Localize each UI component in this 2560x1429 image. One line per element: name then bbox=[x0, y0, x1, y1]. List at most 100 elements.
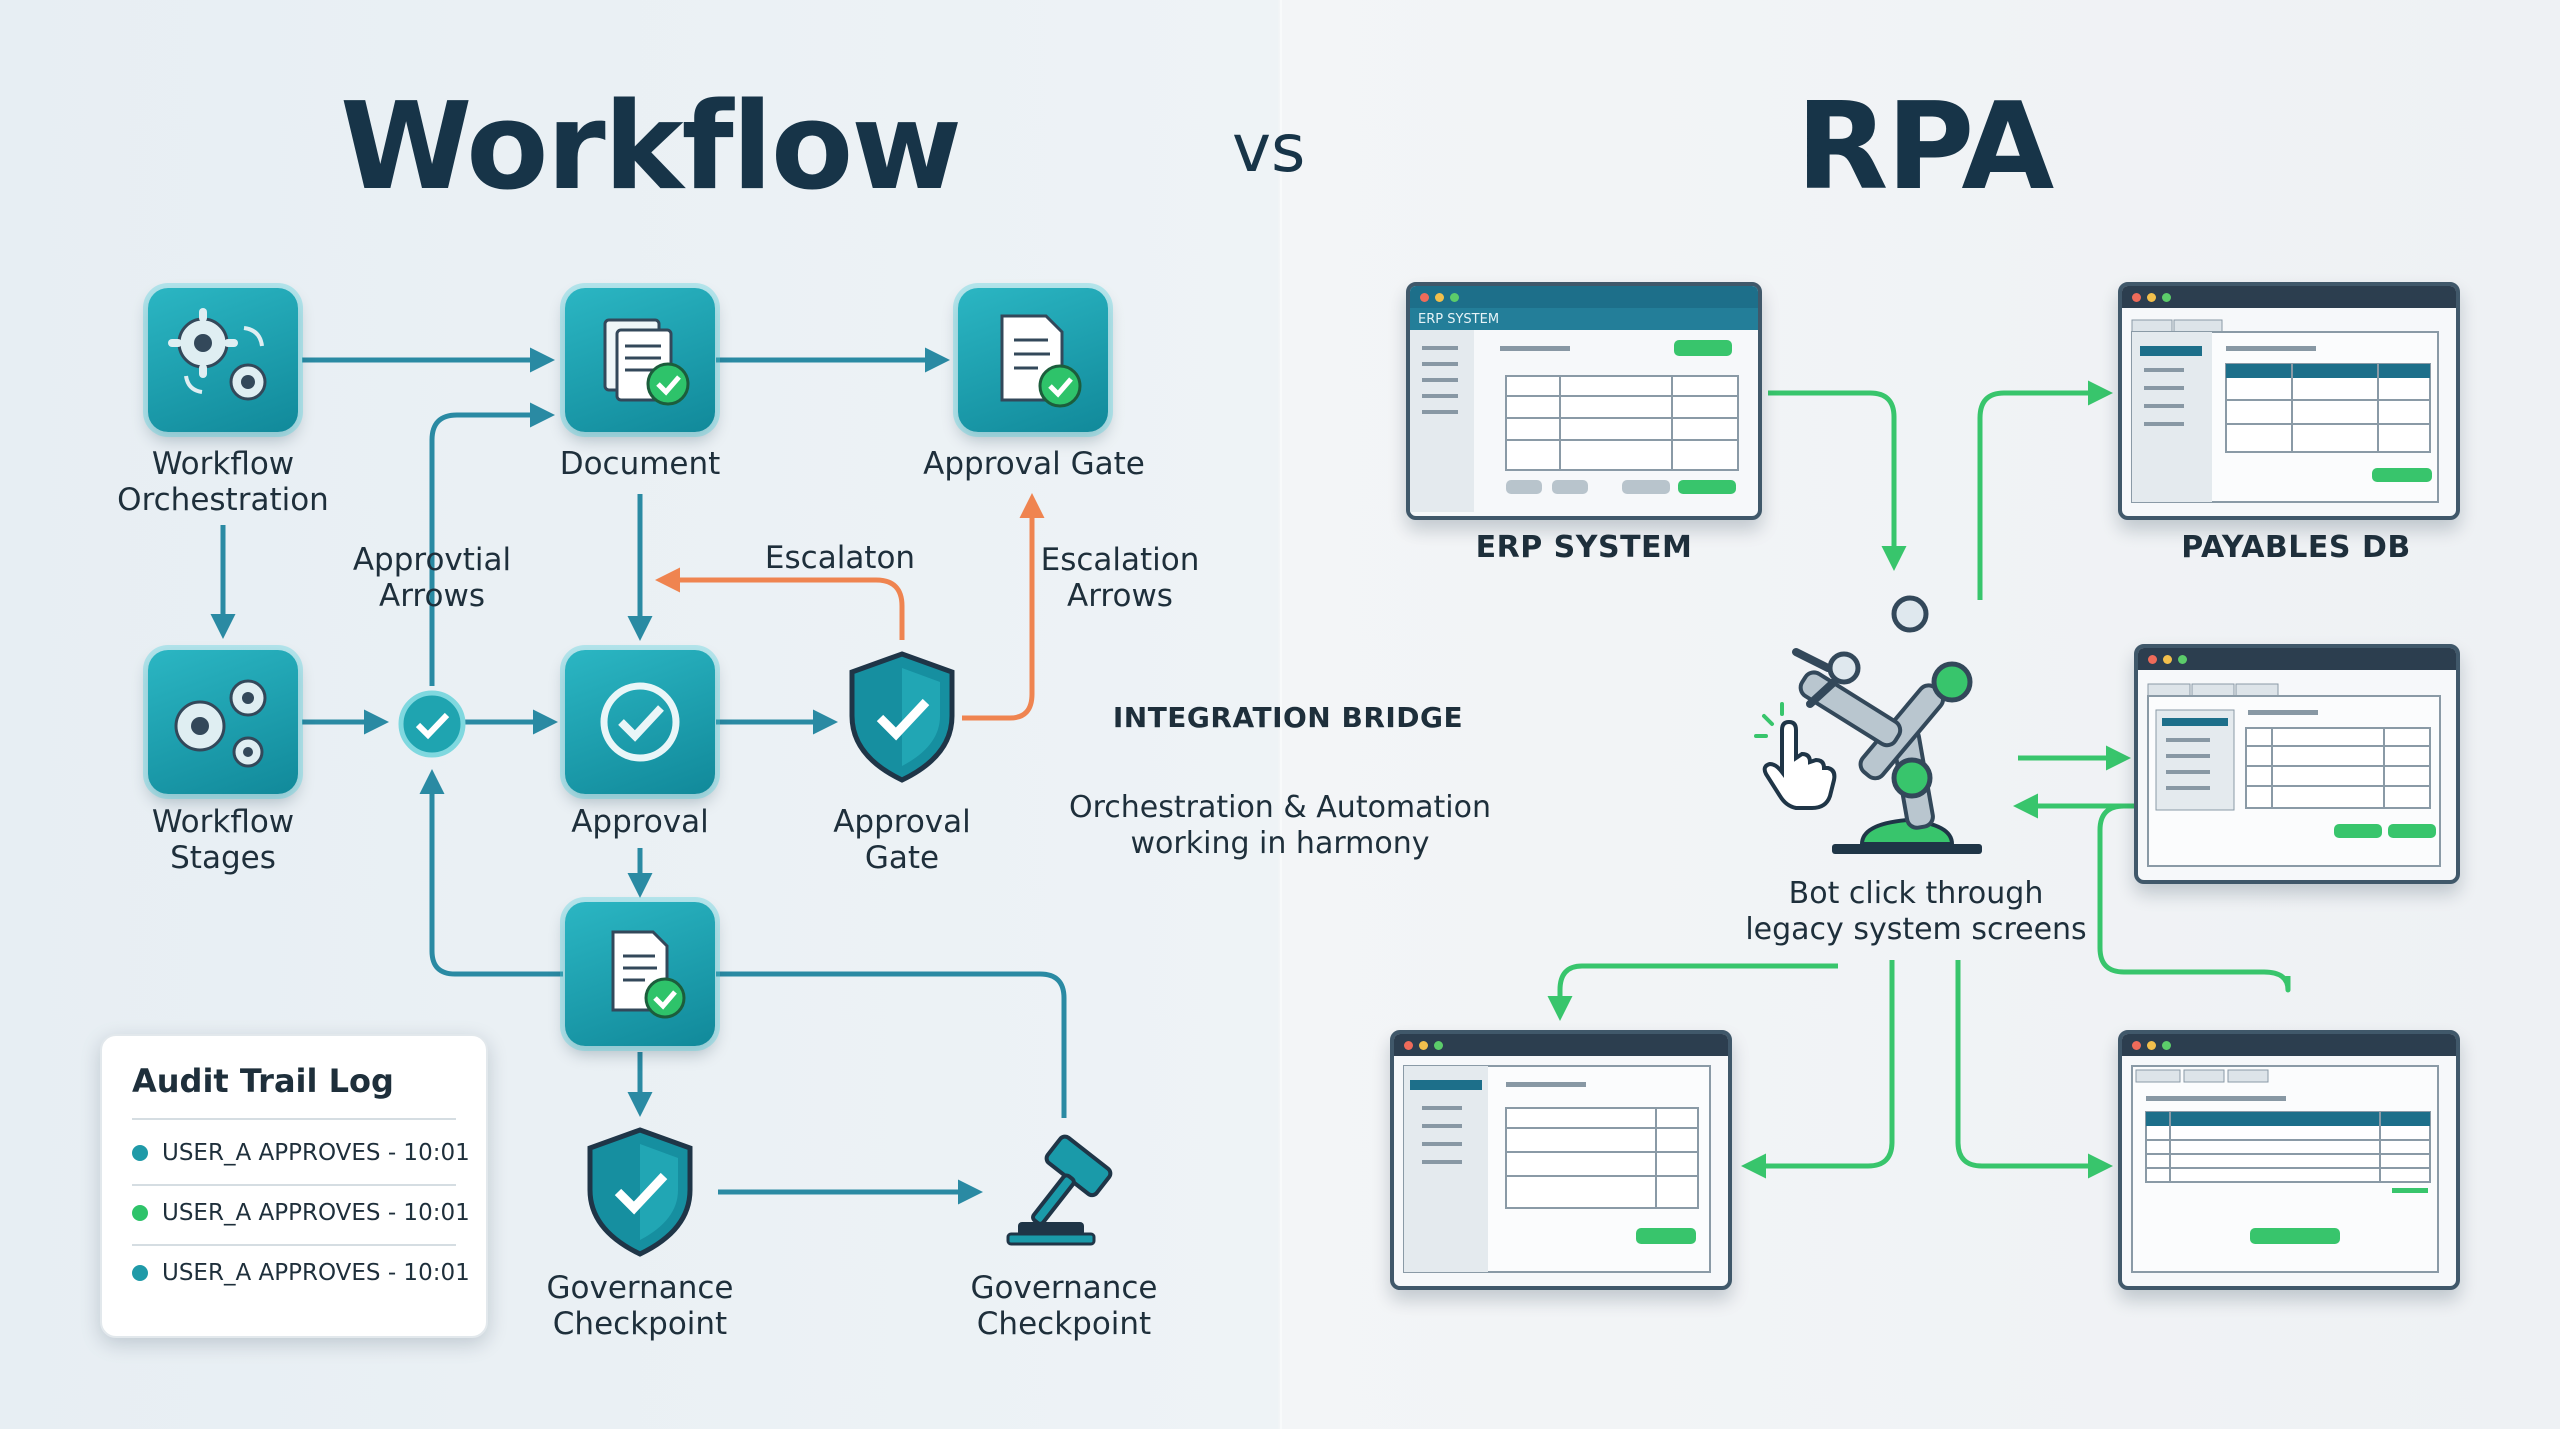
document-check-icon bbox=[603, 318, 690, 406]
approval-gate-top-label: Approval Gate bbox=[923, 446, 1145, 482]
rpa-arrow-screen5-bot bbox=[2018, 806, 2291, 993]
approval-tile[interactable] bbox=[565, 650, 715, 794]
audit-entry: USER_A APPROVES - 10:01 bbox=[132, 1260, 470, 1286]
pointer-hand-icon bbox=[1752, 700, 1842, 810]
document-label: Document bbox=[559, 446, 721, 482]
legacy-screen-content bbox=[2147, 683, 2441, 867]
rpa-arrow-bot-screen5 bbox=[1955, 960, 2113, 1179]
checkpoint-node[interactable] bbox=[396, 688, 468, 760]
integration-bridge-title: INTEGRATION BRIDGE bbox=[1112, 701, 1464, 734]
maximize-dot-icon bbox=[1434, 1040, 1443, 1050]
governance-shield[interactable] bbox=[580, 1124, 700, 1260]
legacy-table-content bbox=[2131, 1065, 2439, 1273]
maximize-dot-icon bbox=[2162, 1040, 2171, 1050]
rpa-robot-arm[interactable] bbox=[1752, 578, 2052, 866]
minimize-dot-icon bbox=[2147, 292, 2156, 302]
document-check-icon bbox=[611, 930, 686, 1019]
approval-gate-shield[interactable] bbox=[842, 648, 962, 786]
minimize-dot-icon bbox=[2163, 654, 2172, 664]
legacy-list-titlebar bbox=[1394, 1034, 1728, 1056]
check-badge-icon bbox=[600, 682, 680, 762]
erp-system-label: ERP SYSTEM bbox=[1475, 530, 1693, 565]
audit-entry-text: USER_A APPROVES - 10:01 bbox=[162, 1200, 470, 1226]
erp-window-title: ERP SYSTEM bbox=[1418, 312, 1500, 327]
split-divider bbox=[1280, 0, 1282, 1429]
audit-separator bbox=[132, 1118, 456, 1120]
erp-system-window[interactable]: ERP SYSTEM bbox=[1406, 282, 1762, 520]
minimize-dot-icon bbox=[2147, 1040, 2156, 1050]
maximize-dot-icon bbox=[1450, 292, 1459, 302]
close-dot-icon bbox=[1404, 1040, 1413, 1050]
legacy-list-window[interactable] bbox=[1390, 1030, 1732, 1290]
escalation-arrow-left bbox=[655, 567, 905, 640]
audit-trail-panel: Audit Trail Log USER_A APPROVES - 10:01 … bbox=[100, 1034, 488, 1338]
legacy-table-titlebar bbox=[2122, 1034, 2456, 1056]
document-review-tile[interactable] bbox=[565, 902, 715, 1046]
escalaton-label: Escalaton bbox=[764, 540, 916, 576]
audit-entry: USER_A APPROVES - 10:01 bbox=[132, 1200, 470, 1226]
gears-icon bbox=[174, 679, 267, 768]
rpa-arrow-bot-screen4-side bbox=[1741, 960, 1895, 1179]
vs-label: vs bbox=[1232, 110, 1306, 187]
close-dot-icon bbox=[2148, 654, 2157, 664]
close-dot-icon bbox=[1420, 292, 1429, 302]
robot-arm-icon bbox=[1792, 595, 1982, 854]
rpa-arrow-bot-payables bbox=[1977, 380, 2113, 600]
payables-window-titlebar bbox=[2122, 286, 2456, 308]
rpa-arrow-bot-screen4 bbox=[1547, 963, 1838, 1021]
audit-entry-text: USER_A APPROVES - 10:01 bbox=[162, 1260, 470, 1286]
arrow-check-document bbox=[429, 402, 555, 686]
legacy-list-content bbox=[1403, 1065, 1711, 1273]
payables-screen-content bbox=[2131, 319, 2439, 503]
legacy-screen-window[interactable] bbox=[2134, 644, 2460, 884]
gavel-icon bbox=[1006, 1134, 1113, 1246]
check-circle-icon bbox=[398, 690, 466, 758]
maximize-dot-icon bbox=[2162, 292, 2171, 302]
erp-window-titlebar bbox=[1410, 286, 1758, 308]
document-tile[interactable] bbox=[565, 288, 715, 432]
minimize-dot-icon bbox=[1419, 1040, 1428, 1050]
escalation-arrow-up bbox=[962, 493, 1045, 721]
governance-gavel[interactable] bbox=[1004, 1130, 1134, 1250]
approval-label: Approval bbox=[571, 804, 709, 840]
workflow-stages-tile[interactable] bbox=[148, 650, 298, 794]
workflow-orchestration-tile[interactable] bbox=[148, 288, 298, 432]
audit-bullet-icon bbox=[132, 1265, 148, 1281]
maximize-dot-icon bbox=[2178, 654, 2187, 664]
audit-trail-title: Audit Trail Log bbox=[132, 1062, 394, 1100]
rpa-title: RPA bbox=[1796, 78, 2054, 217]
workflow-title: Workflow bbox=[340, 78, 962, 217]
audit-entry: USER_A APPROVES - 10:01 bbox=[132, 1140, 470, 1166]
minimize-dot-icon bbox=[1435, 292, 1444, 302]
shield-check-icon bbox=[849, 651, 955, 783]
shield-check-icon bbox=[587, 1127, 693, 1257]
rpa-arrow-erp-bot bbox=[1768, 390, 1907, 571]
document-approved-icon bbox=[1000, 314, 1082, 408]
close-dot-icon bbox=[2132, 292, 2141, 302]
erp-window-header: ERP SYSTEM bbox=[1410, 308, 1758, 330]
arrow-doc3-gavel bbox=[716, 971, 1067, 1118]
audit-bullet-icon bbox=[132, 1205, 148, 1221]
legacy-window-titlebar bbox=[2138, 648, 2456, 670]
erp-screen-content bbox=[1410, 330, 1739, 512]
audit-separator bbox=[132, 1244, 456, 1246]
payables-db-window[interactable] bbox=[2118, 282, 2460, 520]
payables-db-label: PAYABLES DB bbox=[2181, 530, 2411, 565]
audit-entry-text: USER_A APPROVES - 10:01 bbox=[162, 1140, 470, 1166]
close-dot-icon bbox=[2132, 1040, 2141, 1050]
arrow-loop-check bbox=[419, 769, 563, 977]
approval-gate-top-tile[interactable] bbox=[958, 288, 1108, 432]
gears-icon bbox=[168, 308, 267, 401]
audit-separator bbox=[132, 1184, 456, 1186]
legacy-table-window[interactable] bbox=[2118, 1030, 2460, 1290]
